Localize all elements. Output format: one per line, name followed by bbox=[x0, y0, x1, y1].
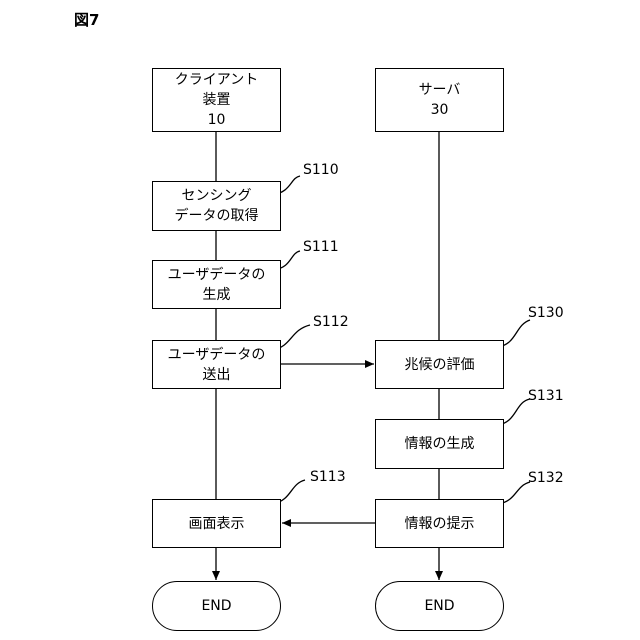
step-s110-box: センシング データの取得 bbox=[152, 181, 281, 231]
step-s113-box: 画面表示 bbox=[152, 499, 281, 548]
server-header-line: 30 bbox=[419, 100, 461, 120]
step-text: センシング bbox=[175, 186, 259, 206]
server-end-terminal: END bbox=[375, 581, 504, 631]
end-label: END bbox=[201, 596, 231, 616]
server-header-line: サーバ bbox=[419, 80, 461, 100]
step-text: 兆候の評価 bbox=[405, 355, 475, 375]
step-label-s130: S130 bbox=[528, 305, 564, 321]
step-s112-box: ユーザデータの 送出 bbox=[152, 340, 281, 389]
step-text: ユーザデータの bbox=[168, 345, 266, 365]
step-label-s131: S131 bbox=[528, 388, 564, 404]
client-end-terminal: END bbox=[152, 581, 281, 631]
step-label-s111: S111 bbox=[303, 239, 339, 255]
step-s131-box: 情報の生成 bbox=[375, 419, 504, 469]
step-label-s132: S132 bbox=[528, 470, 564, 486]
server-header: サーバ 30 bbox=[375, 68, 504, 132]
step-text: ユーザデータの bbox=[168, 265, 266, 285]
step-s130-box: 兆候の評価 bbox=[375, 340, 504, 389]
end-label: END bbox=[424, 596, 454, 616]
step-text: 生成 bbox=[168, 285, 266, 305]
client-device-header: クライアント 装置 10 bbox=[152, 68, 281, 132]
step-text: 画面表示 bbox=[189, 514, 245, 534]
client-header-line: 10 bbox=[175, 110, 258, 130]
step-text: 情報の提示 bbox=[405, 514, 475, 534]
step-label-s110: S110 bbox=[303, 162, 339, 178]
client-header-line: 装置 bbox=[175, 90, 258, 110]
step-text: 送出 bbox=[168, 365, 266, 385]
client-header-line: クライアント bbox=[175, 70, 258, 90]
step-text: 情報の生成 bbox=[405, 434, 475, 454]
step-label-s113: S113 bbox=[310, 469, 346, 485]
step-s111-box: ユーザデータの 生成 bbox=[152, 260, 281, 309]
step-s132-box: 情報の提示 bbox=[375, 499, 504, 548]
step-label-s112: S112 bbox=[313, 314, 349, 330]
step-text: データの取得 bbox=[175, 206, 259, 226]
